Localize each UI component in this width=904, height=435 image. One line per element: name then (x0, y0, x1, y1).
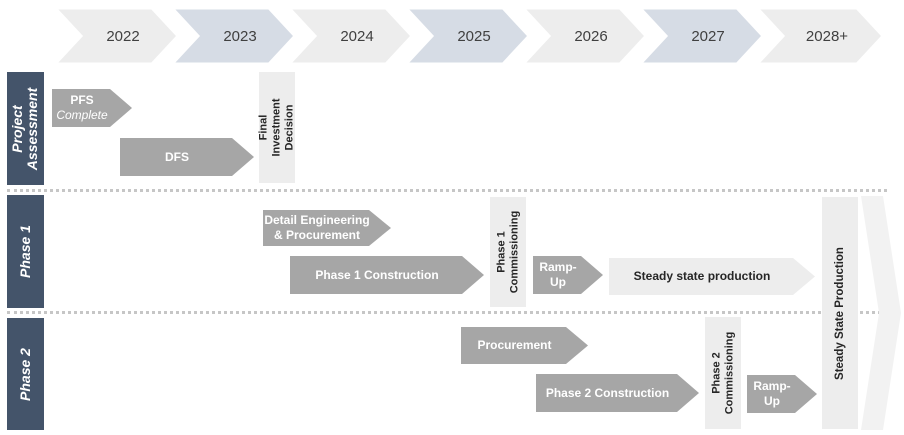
dfs-arrow: DFS (120, 138, 254, 176)
phase2-rampup-label: Ramp-Up (753, 379, 791, 408)
phase1-steady-state-label: Steady state production (633, 269, 771, 283)
year-2027: 2027 (691, 27, 725, 45)
fid-label: Final Investment Decision (257, 98, 296, 157)
separator-1 (7, 189, 887, 192)
detail-engineering-arrow: Detail Engineering & Procurement (263, 210, 391, 246)
year-2022: 2022 (106, 27, 140, 45)
band-project-assessment: Project Assessment (7, 72, 44, 185)
pfs-subtitle: Complete (56, 108, 108, 122)
phase2-commissioning-box: Phase 2 Commissioning (705, 317, 741, 429)
band-phase-1-label: Phase 1 (17, 225, 33, 278)
band-phase-2: Phase 2 (7, 318, 44, 430)
phase1-construction-arrow: Phase 1 Construction (290, 256, 484, 294)
phase2-commissioning-label: Phase 2 Commissioning (710, 331, 736, 415)
phase1-rampup-label: Ramp-Up (539, 260, 577, 289)
year-2028plus: 2028+ (805, 27, 849, 45)
chevron-2028+ (753, 6, 886, 66)
phase1-construction-label: Phase 1 Construction (315, 267, 439, 282)
fid-box: Final Investment Decision (257, 72, 296, 183)
chevron-2026 (519, 6, 649, 66)
procurement-arrow: Procurement (461, 327, 588, 364)
final-steady-state-label: Steady State Production (833, 246, 846, 380)
chevron-2027 (636, 6, 766, 66)
procurement-label: Procurement (477, 338, 552, 352)
phase2-construction-label: Phase 2 Construction (545, 385, 670, 400)
phase2-rampup-arrow: Ramp-Up (747, 375, 817, 413)
chevron-2022 (51, 6, 181, 66)
chevron-2024 (285, 6, 415, 66)
pfs-arrow: PFS Complete (52, 89, 132, 127)
year-2023: 2023 (223, 27, 257, 45)
phase1-commissioning-label: Phase 1 Commissioning (495, 210, 521, 294)
dfs-label: DFS (165, 149, 189, 164)
phase2-construction-arrow: Phase 2 Construction (536, 374, 699, 412)
timeline-chevrons (51, 6, 886, 66)
separator-2 (7, 311, 887, 314)
band-phase-2-label: Phase 2 (17, 347, 33, 401)
year-2024: 2024 (340, 27, 374, 45)
phase1-commissioning-box: Phase 1 Commissioning (490, 197, 526, 307)
pfs-title: PFS (70, 93, 94, 107)
chevron-2025 (402, 6, 532, 66)
year-2025: 2025 (457, 27, 491, 45)
phase1-steady-state-arrow: Steady state production (609, 258, 815, 295)
detail-engineering-label: Detail Engineering & Procurement (264, 213, 370, 242)
phase1-rampup-arrow: Ramp-Up (533, 256, 603, 294)
chevron-2023 (168, 6, 298, 66)
final-chevron (861, 196, 901, 430)
year-2026: 2026 (574, 27, 608, 45)
final-steady-state-box: Steady State Production (822, 197, 858, 429)
band-project-assessment-label: Project Assessment (9, 87, 41, 170)
band-phase-1: Phase 1 (7, 195, 44, 308)
